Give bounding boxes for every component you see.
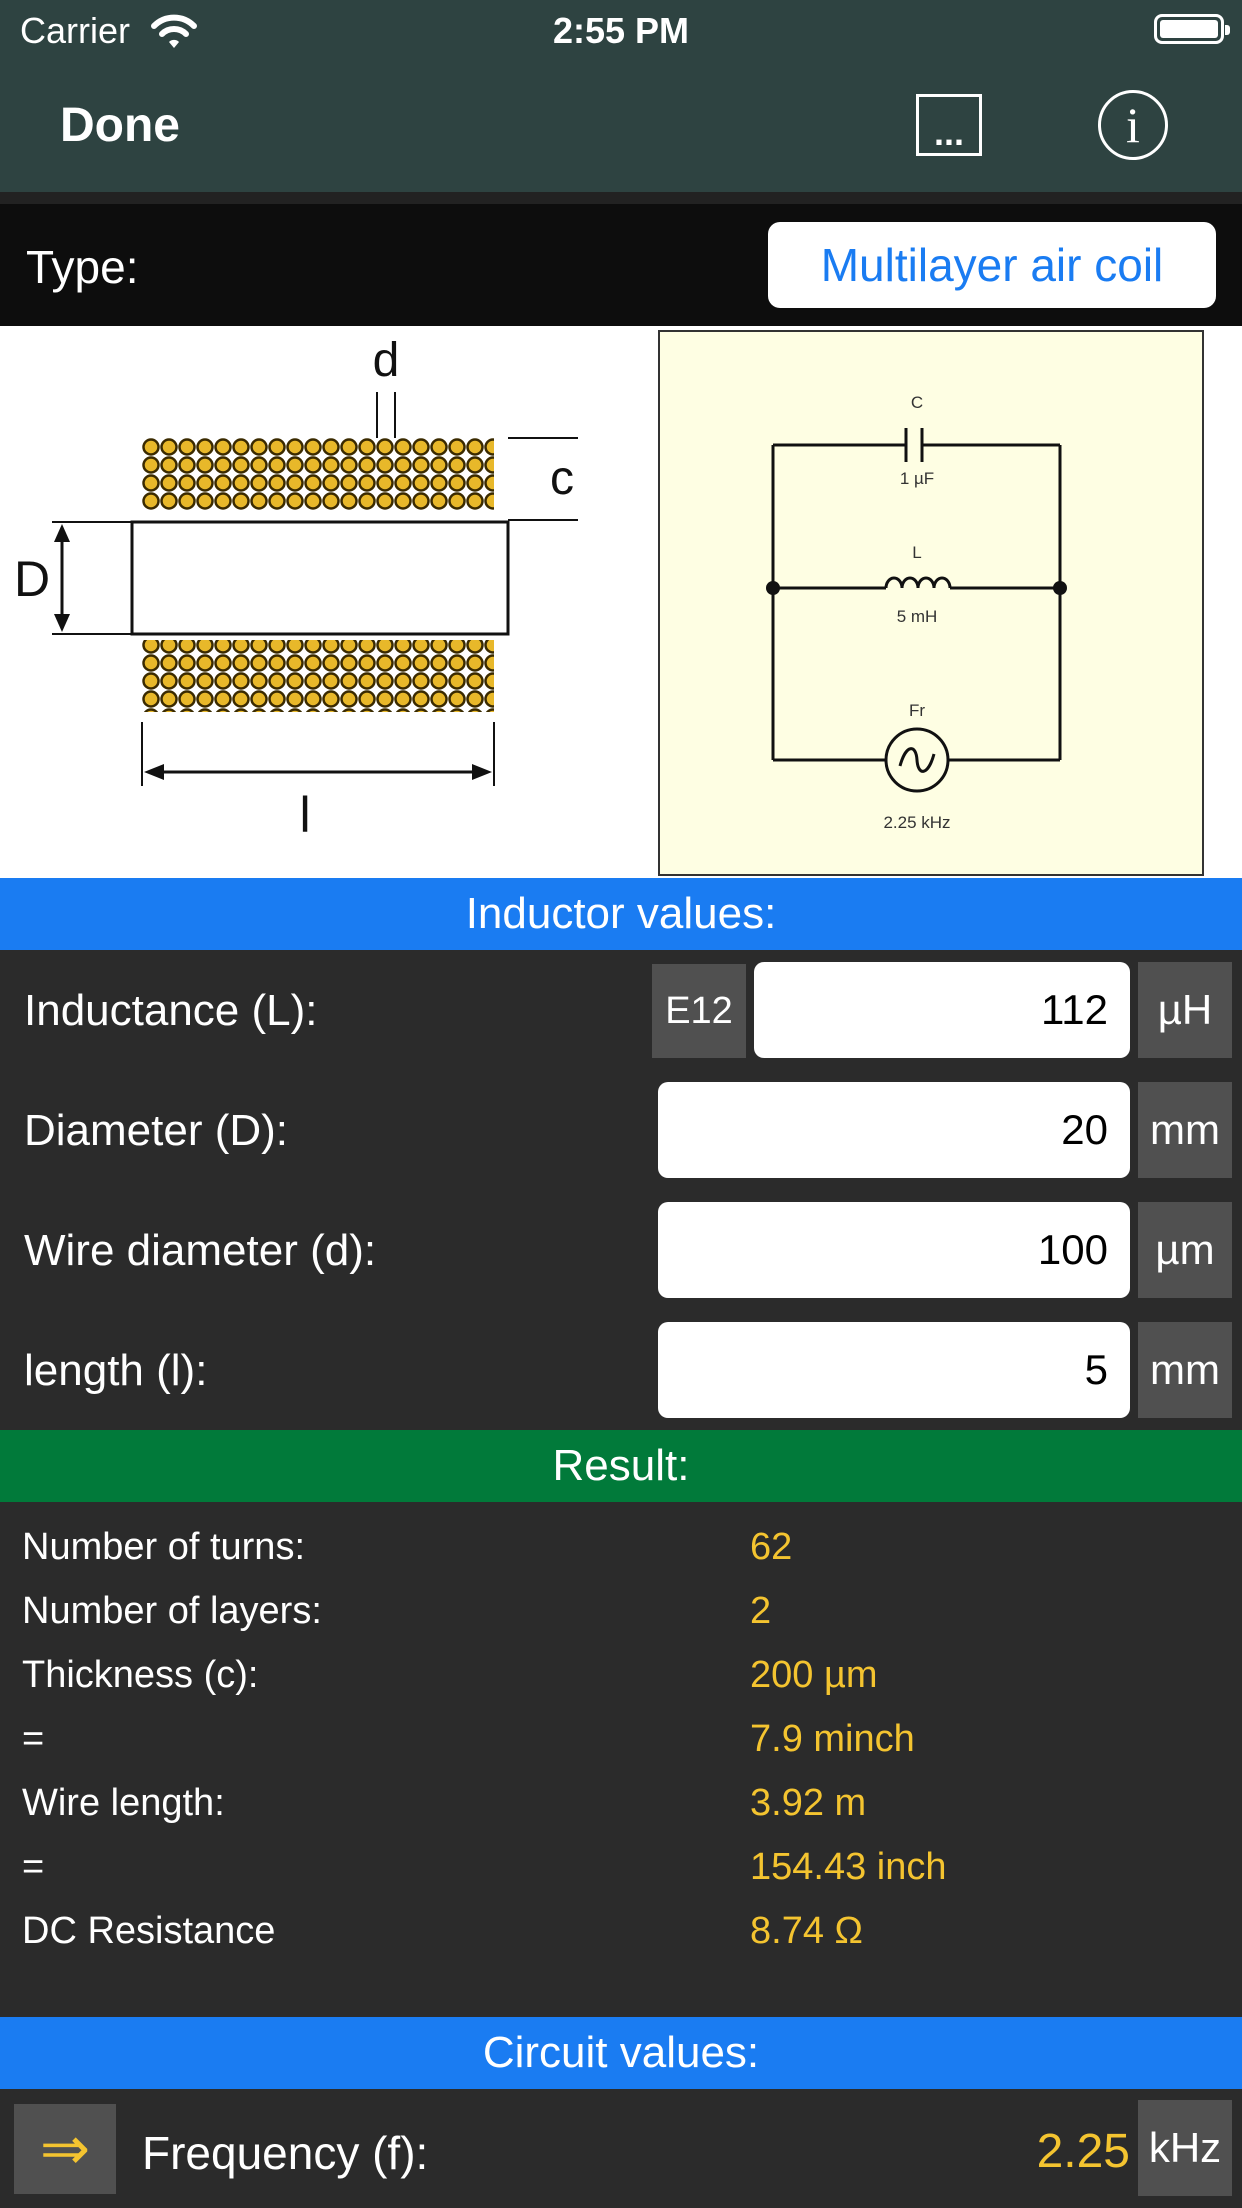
status-carrier: Carrier	[20, 10, 131, 51]
result-value-dc-resistance: 8.74 Ω	[750, 1910, 863, 1952]
circuit-section-header: Circuit values:	[0, 2017, 1242, 2089]
type-label: Type:	[26, 241, 139, 293]
length-label: l	[299, 787, 310, 843]
navigation-bar	[0, 0, 1242, 192]
info-button[interactable]: i	[1098, 90, 1168, 160]
result-label-wire-length-inch: =	[22, 1846, 45, 1888]
transfer-arrow-button[interactable]: ⇒	[14, 2104, 116, 2194]
source-value: 2.25 kHz	[883, 813, 950, 832]
result-value-wire-length: 3.92 m	[750, 1782, 867, 1824]
wire-diameter-label: Wire diameter (d):	[24, 1226, 377, 1275]
diameter-unit-button[interactable]: mm	[1138, 1082, 1232, 1178]
frequency-value: 2.25	[1036, 2125, 1130, 2178]
wifi-icon	[151, 14, 197, 48]
inductor-value: 5 mH	[897, 607, 938, 626]
diameter-input[interactable]: 20	[658, 1082, 1130, 1178]
coil-diagram: d c D l	[14, 334, 578, 843]
battery-icon	[1154, 14, 1230, 44]
wire-diameter-input[interactable]: 100	[658, 1202, 1130, 1298]
thickness-label: c	[550, 452, 574, 505]
source-name: Fr	[909, 701, 925, 720]
nav-divider	[0, 192, 1242, 204]
result-value-layers: 2	[750, 1590, 772, 1632]
inductance-label: Inductance (L):	[24, 986, 318, 1035]
inductance-input[interactable]: 112	[754, 962, 1130, 1058]
length-unit-button[interactable]: mm	[1138, 1322, 1232, 1418]
result-label-turns: Number of turns:	[22, 1526, 305, 1568]
result-label-thickness: Thickness (c):	[22, 1654, 259, 1696]
type-select-button[interactable]: Multilayer air coil	[768, 222, 1216, 308]
result-value-thickness: 200 µm	[750, 1654, 878, 1696]
result-label-wire-length: Wire length:	[22, 1782, 225, 1824]
circuit-diagram: C 1 µF L 5 mH Fr 2.25 kHz	[766, 393, 1067, 832]
result-panel	[0, 1502, 1242, 2017]
result-label-thickness-inch: =	[22, 1718, 45, 1760]
double-arrow-right-icon: ⇒	[39, 2115, 91, 2182]
circuit-panel	[0, 2089, 1242, 2208]
length-input[interactable]: 5	[658, 1322, 1130, 1418]
diameter-label: D	[14, 551, 50, 607]
capacitor-name: C	[911, 393, 923, 412]
result-value-wire-length-inch: 154.43 inch	[750, 1846, 947, 1888]
inductor-name: L	[912, 543, 921, 562]
status-time: 2:55 PM	[552, 10, 690, 51]
result-value-thickness-inch: 7.9 minch	[750, 1718, 915, 1760]
circuit-diagram-frame	[658, 330, 1204, 876]
capacitor-value: 1 µF	[900, 469, 934, 488]
result-label-layers: Number of layers:	[22, 1590, 322, 1632]
diameter-label: Diameter (D):	[24, 1106, 289, 1155]
length-label: length (l):	[24, 1346, 208, 1395]
e12-button[interactable]: E12	[652, 964, 746, 1058]
more-button[interactable]: ...	[916, 94, 982, 156]
frequency-unit-button[interactable]: kHz	[1138, 2100, 1232, 2196]
result-label-dc-resistance: DC Resistance	[22, 1910, 276, 1952]
wire-diameter-unit-button[interactable]: µm	[1138, 1202, 1232, 1298]
more-icon: ...	[933, 112, 964, 153]
frequency-label: Frequency (f):	[142, 2127, 429, 2179]
done-button[interactable]: Done	[60, 99, 180, 152]
inductor-section-header: Inductor values:	[0, 878, 1242, 950]
inductance-unit-button[interactable]: µH	[1138, 962, 1232, 1058]
result-value-turns: 62	[750, 1526, 793, 1568]
wire-diameter-label: d	[373, 334, 400, 387]
result-section-header: Result:	[0, 1430, 1242, 1502]
